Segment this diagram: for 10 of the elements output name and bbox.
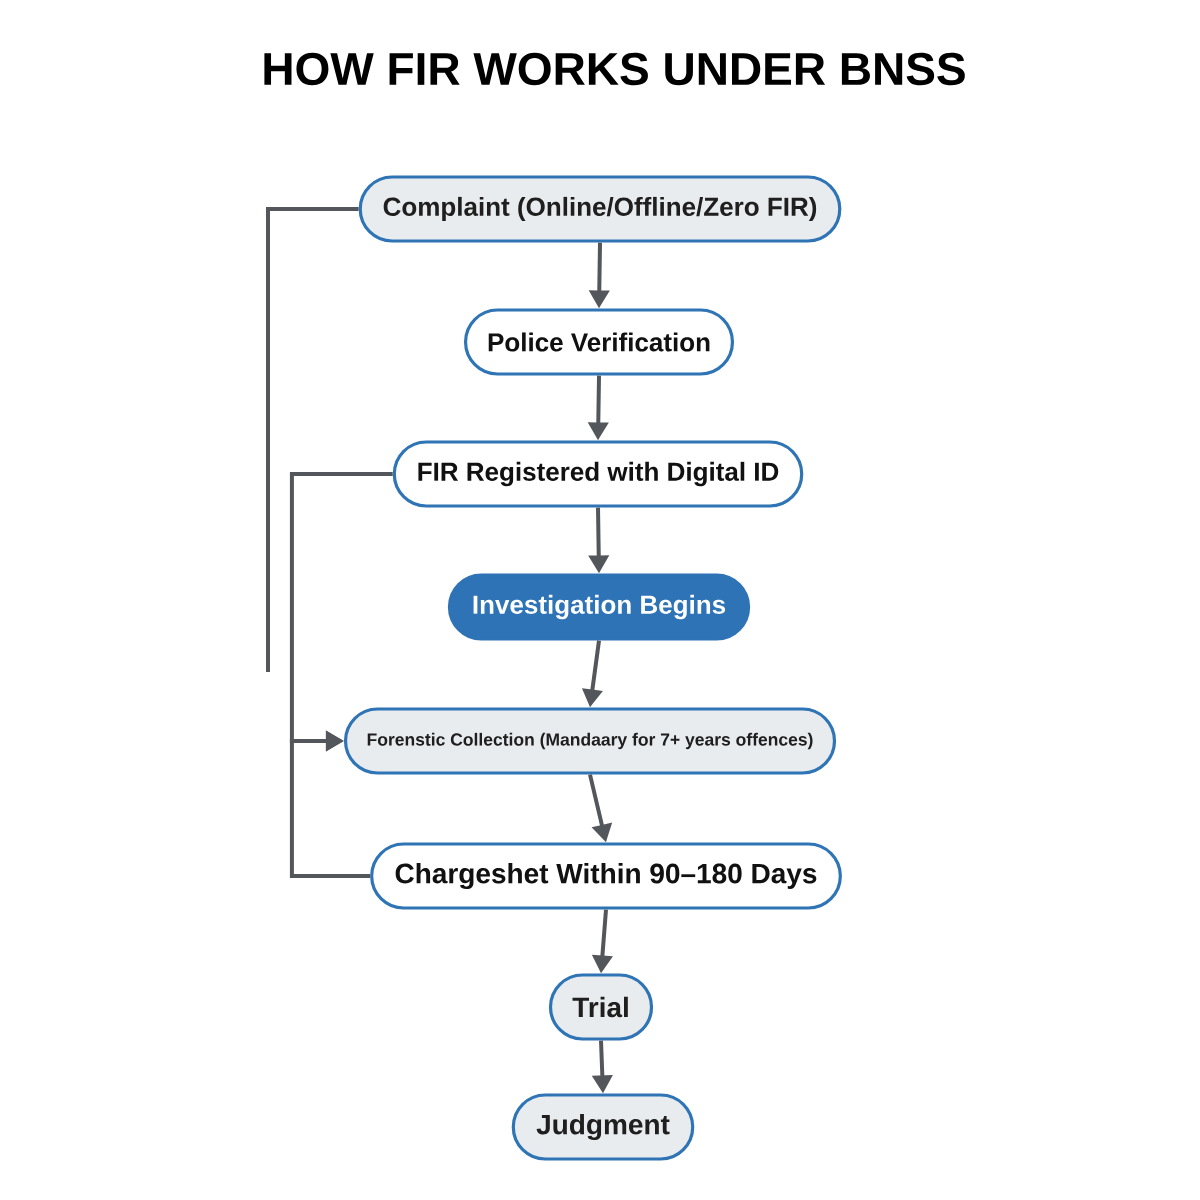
connector-arrow <box>289 730 371 878</box>
connector-line <box>266 207 359 672</box>
process-box: Police Verification <box>463 308 735 376</box>
process-box: Complaint (Online/Offline/Zero FIR) <box>358 175 842 243</box>
title: HOW FIR WORKS UNDER BNSS <box>264 52 965 86</box>
process-box: Judgment <box>511 1093 695 1161</box>
process-box: FIR Registered with Digital ID <box>392 440 804 508</box>
process-box: Chargeshet Within 90–180 Days <box>370 842 842 910</box>
process-box: Forenstic Collection (Mandaary for 7+ years offences) <box>343 707 837 775</box>
highlighted-step-box: Investigation Begins <box>447 573 751 641</box>
